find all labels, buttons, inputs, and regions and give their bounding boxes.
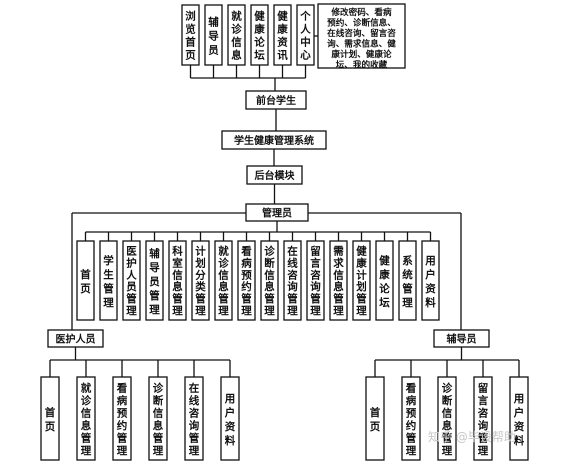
connector-lines xyxy=(49,35,520,377)
front-module-box xyxy=(227,4,246,66)
admin-module-box xyxy=(421,240,440,321)
front-module-label: 浏览首页 xyxy=(185,10,196,62)
admin-module-box xyxy=(375,240,394,321)
admin-module-box xyxy=(352,240,371,321)
backend-box xyxy=(246,165,303,185)
detail-line: 坛、我的收藏 xyxy=(336,59,388,71)
admin-module-label: 首页 xyxy=(80,268,91,295)
front-module-label: 辅导员 xyxy=(208,16,219,57)
medical-staff-box xyxy=(47,329,104,348)
admin-module-label: 用户资料 xyxy=(424,255,436,309)
admin-module-box xyxy=(145,240,164,321)
admin-module-box xyxy=(168,240,187,321)
counselor-module-box xyxy=(509,376,529,461)
admin-label: 管理员 xyxy=(262,207,292,220)
admin-module-label: 医护人员管理 xyxy=(126,246,137,317)
admin-module-box xyxy=(398,240,417,321)
front-module-box xyxy=(181,4,200,66)
medical-module-label: 用户资料 xyxy=(224,393,236,447)
admin-module-box xyxy=(191,240,210,321)
personal-center-detail-box xyxy=(317,3,406,69)
counselor-module-label: 留言咨询管理 xyxy=(478,381,489,457)
admin-module-label: 在线咨询管理 xyxy=(287,245,298,317)
system-title-label: 学生健康管理系统 xyxy=(234,134,314,147)
admin-module-box xyxy=(260,240,279,321)
admin-module-box xyxy=(329,240,348,321)
admin-module-box xyxy=(214,240,233,321)
counselor-module-label: 诊断信息管理 xyxy=(442,381,453,457)
medical-module-box xyxy=(148,376,168,461)
medical-module-box xyxy=(112,376,132,461)
admin-module-label: 系统管理 xyxy=(402,254,413,309)
counselor-module-label: 用户资料 xyxy=(513,393,525,447)
front-module-box xyxy=(273,4,292,66)
counselor-module-box xyxy=(401,376,421,461)
front-stage-label: 前台学生 xyxy=(256,94,296,107)
front-module-label: 健康论坛 xyxy=(254,10,265,62)
system-title-box xyxy=(221,130,327,150)
medical-module-box xyxy=(40,376,60,461)
counselor-module-box xyxy=(473,376,493,461)
admin-module-label: 计划分类管理 xyxy=(195,245,206,317)
admin-module-label: 看病预约管理 xyxy=(241,245,252,317)
front-module-box xyxy=(204,4,223,66)
detail-line: 询、需求信息、健 xyxy=(327,38,396,50)
admin-module-label: 留言咨询管理 xyxy=(310,245,321,317)
front-module-label: 就诊信息 xyxy=(231,10,242,62)
admin-module-box xyxy=(237,240,256,321)
admin-module-label: 科室信息管理 xyxy=(172,245,183,317)
medical-module-box xyxy=(76,376,96,461)
admin-module-label: 辅导员管理 xyxy=(149,247,160,316)
admin-box xyxy=(245,203,309,222)
medical-module-box xyxy=(184,376,204,461)
module-boxes: 浏览首页辅导员就诊信息健康论坛健康资讯个人中心修改密码、看病预约、诊断信息、在线… xyxy=(40,3,529,461)
detail-line: 在线咨询、留言咨 xyxy=(327,27,396,39)
front-module-box xyxy=(296,4,315,66)
admin-module-box xyxy=(283,240,302,321)
front-module-box xyxy=(250,4,269,66)
admin-module-label: 学生管理 xyxy=(103,254,114,309)
detail-line: 修改密码、看病 xyxy=(330,6,392,18)
admin-module-label: 健康计划管理 xyxy=(356,245,367,317)
front-module-label: 个人中心 xyxy=(299,10,311,62)
medical-staff-label: 医护人员 xyxy=(56,333,96,346)
detail-line: 预约、诊断信息、 xyxy=(327,17,396,29)
medical-module-box xyxy=(220,376,240,461)
counselor-module-label: 看病预约管理 xyxy=(406,381,417,457)
medical-module-label: 在线咨询管理 xyxy=(189,381,200,457)
front-module-label: 健康资讯 xyxy=(277,10,288,62)
medical-module-label: 诊断信息管理 xyxy=(153,381,164,457)
front-stage-box xyxy=(245,90,307,110)
admin-module-box xyxy=(306,240,325,321)
counselor-module-label: 首页 xyxy=(370,406,381,433)
counselor-module-box xyxy=(437,376,457,461)
admin-module-box xyxy=(122,240,141,321)
admin-module-label: 需求信息管理 xyxy=(333,246,344,317)
watermark-text: 知乎 @毕设帮助 xyxy=(428,430,516,444)
admin-module-box xyxy=(99,240,118,321)
admin-module-label: 健康论坛 xyxy=(379,254,390,309)
medical-module-label: 看病预约管理 xyxy=(117,381,128,457)
counselor-box xyxy=(433,329,490,348)
backend-label: 后台模块 xyxy=(255,169,296,182)
detail-line: 康计划、健康论 xyxy=(331,48,392,60)
admin-module-label: 就诊信息管理 xyxy=(218,245,229,317)
counselor-module-box xyxy=(365,376,385,461)
medical-module-label: 就诊信息管理 xyxy=(81,381,92,457)
counselor-label: 辅导员 xyxy=(447,333,477,346)
medical-module-label: 首页 xyxy=(45,406,56,433)
admin-module-label: 诊断信息管理 xyxy=(264,245,275,317)
personal-center-detail-text: 修改密码、看病预约、诊断信息、在线咨询、留言咨询、需求信息、健康计划、健康论坛、… xyxy=(327,6,396,71)
admin-module-box xyxy=(76,240,95,321)
